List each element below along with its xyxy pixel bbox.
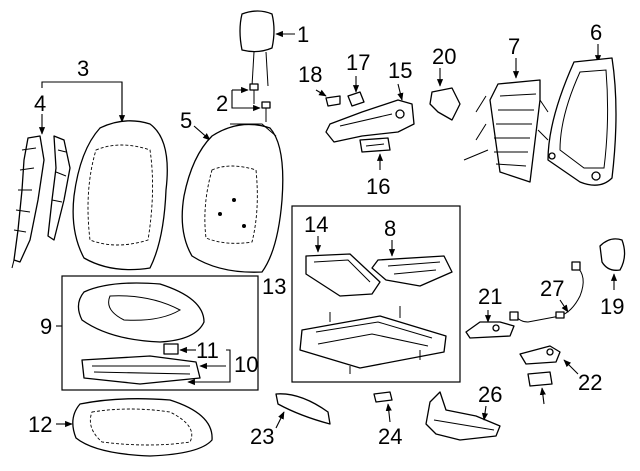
- seat-track-bracket-part[interactable]: [465, 321, 515, 339]
- clip-part[interactable]: [373, 391, 393, 403]
- callout-11: 11: [196, 338, 219, 363]
- wire-harness-part[interactable]: [425, 391, 501, 441]
- switch-unit-part[interactable]: [359, 137, 391, 153]
- recliner-cover-part[interactable]: [325, 99, 415, 143]
- lever-cover-part[interactable]: [527, 371, 553, 387]
- callout-20: 20: [432, 44, 456, 69]
- seat-frame-group-box: [291, 205, 461, 383]
- callout-6: 6: [590, 20, 602, 45]
- seat-heater-part[interactable]: [81, 355, 201, 385]
- callout-15: 15: [388, 58, 412, 83]
- sensor-connector-part[interactable]: [163, 343, 179, 355]
- callout-8: 8: [384, 216, 396, 241]
- callout-19: 19: [600, 294, 624, 319]
- seat-track-cover-part[interactable]: [519, 345, 561, 365]
- seatback-wire-strip-part[interactable]: [11, 135, 45, 269]
- callout-16: 16: [366, 174, 390, 199]
- button-cap-part[interactable]: [325, 95, 341, 107]
- callout-13: 13: [262, 274, 286, 299]
- seatback-side-strip-part[interactable]: [47, 135, 71, 241]
- callout-22: 22: [578, 370, 602, 395]
- seatback-cover-part[interactable]: [72, 120, 168, 271]
- lumbar-support-part[interactable]: [463, 79, 549, 183]
- callout-26: 26: [478, 382, 502, 407]
- seatback-pad-part[interactable]: [181, 123, 284, 273]
- callout-24: 24: [378, 424, 402, 449]
- callout-12: 12: [28, 412, 52, 437]
- callout-2: 2: [216, 91, 228, 116]
- seatback-bracket-part[interactable]: [429, 87, 461, 121]
- callout-17: 17: [346, 50, 370, 75]
- callout-18: 18: [298, 62, 322, 87]
- callout-5: 5: [180, 108, 192, 133]
- seat-cushion-frame-pad-part[interactable]: [305, 253, 381, 297]
- callout-7: 7: [508, 34, 520, 59]
- callout-3: 3: [77, 56, 89, 81]
- callout-4: 4: [34, 91, 46, 116]
- seat-trim-strip-part[interactable]: [275, 393, 331, 425]
- seatback-frame-part[interactable]: [547, 57, 617, 186]
- seat-spring-part[interactable]: [371, 255, 453, 287]
- seat-belt-wire-part[interactable]: [509, 261, 584, 323]
- callout-27: 27: [540, 276, 564, 301]
- headrest-guide-part[interactable]: [249, 83, 271, 122]
- headrest-part[interactable]: [239, 10, 275, 87]
- callout-21: 21: [478, 284, 502, 309]
- seat-cushion-group-box: [61, 275, 259, 391]
- seat-cushion-pad-part[interactable]: [77, 282, 205, 343]
- callout-10: 10: [234, 352, 258, 377]
- callout-14: 14: [304, 212, 328, 237]
- callout-9: 9: [40, 314, 52, 339]
- seat-adjuster-part[interactable]: [299, 306, 447, 374]
- callout-1: 1: [297, 22, 309, 47]
- callout-23: 23: [250, 424, 274, 449]
- seat-cushion-cover-part[interactable]: [72, 398, 213, 457]
- switch-knob-part[interactable]: [347, 91, 365, 107]
- knob-cover-part[interactable]: [599, 238, 626, 271]
